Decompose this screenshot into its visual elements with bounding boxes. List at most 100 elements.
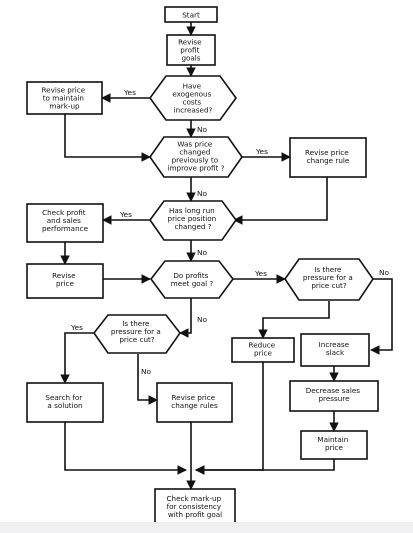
node-maintain-price: Maintain price — [300, 430, 368, 460]
node-price-changed-previously: Was price changed previously to improve … — [149, 136, 243, 178]
node-pressure-left-line-1: Is there — [122, 319, 150, 328]
svg-text:Revise price change ru: Revise price change rule — [305, 148, 351, 165]
bottom-band — [0, 522, 413, 533]
svg-text:Revise price to mainta: Revise price to maintain mark-up — [42, 86, 88, 111]
node-decrease-sales-pressure: Decrease sales pressure — [289, 380, 379, 412]
node-reduce-price: Reduce price — [231, 337, 295, 363]
node-maintain-price-line-2: price — [325, 443, 343, 452]
node-revise-price-markup-line-3: mark-up — [49, 102, 80, 111]
node-start: Start — [164, 6, 218, 23]
node-profits-meet-goal-line-2: meet goal ? — [171, 279, 214, 288]
edge-rule-to-longrun — [233, 177, 328, 225]
node-maintain-price-line-1: Maintain — [317, 435, 348, 444]
label-profits-no: No — [197, 315, 208, 324]
label-pressure-right-no: No — [379, 268, 390, 277]
label-longrun-yes: Yes — [119, 210, 132, 219]
node-pressure-right: Is there pressure for a price cut? — [284, 258, 374, 301]
node-revise-price-markup-line-1: Revise price — [42, 86, 86, 95]
svg-text:Has long run price pos: Has long run price position changed ? — [168, 206, 219, 231]
svg-text:Do profits meet goal ?: Do profits meet goal ? — [171, 271, 214, 288]
svg-text:Revise price: Revise price — [52, 271, 78, 288]
node-long-run-position-line-3: changed ? — [174, 222, 211, 231]
node-revise-profit-goals-line-1: Revise — [178, 38, 202, 47]
node-exogenous-costs: Have exogenous costs increased? — [149, 75, 237, 121]
label-longrun-no: No — [197, 248, 208, 257]
node-revise-profit-goals: Revise profit goals — [166, 34, 216, 66]
svg-text:Was price changed: Was price changed previously to improve … — [168, 140, 225, 173]
node-long-run-position-line-2: price position — [168, 214, 217, 223]
svg-text:Have exogenous: Have exogenous costs increased? — [172, 82, 213, 115]
node-revise-price-markup-line-2: to maintain — [43, 94, 84, 103]
svg-text:Revise price change ru: Revise price change rules — [171, 393, 218, 410]
node-price-changed-previously-line-4: improve profit ? — [168, 164, 225, 173]
edge-profits-no-to-pressure-left — [179, 298, 192, 338]
node-decrease-sales-pressure-line-1: Decrease sales — [306, 386, 361, 395]
svg-text:Increase slack: Increase slack — [319, 340, 352, 357]
node-revise-price-markup: Revise price to maintain mark-up — [26, 81, 103, 115]
node-revise-price-change-rule-line-2: change rule — [307, 156, 350, 165]
node-pressure-left: Is there pressure for a price cut? — [93, 314, 181, 354]
svg-text:Search for a solution: Search for a solution — [45, 393, 84, 410]
node-check-profit-sales-line-1: Check profit — [42, 208, 86, 217]
node-check-profit-sales-line-3: performance — [42, 224, 89, 233]
edge-pressure-left-no-to-rules — [137, 354, 158, 405]
node-price-changed-previously-line-2: changed — [179, 148, 210, 157]
node-search-solution-line-1: Search for — [45, 393, 82, 402]
edges — [60, 22, 393, 490]
node-long-run-position: Has long run price position changed ? — [149, 200, 237, 241]
edge-search-to-check-markup — [64, 422, 187, 475]
node-revise-price: Revise price — [26, 263, 104, 299]
node-reduce-price-line-2: price — [254, 349, 272, 358]
svg-text:Reduce price: Reduce price — [249, 341, 278, 358]
label-profits-yes: Yes — [254, 269, 267, 278]
label-changed-yes: Yes — [255, 147, 268, 156]
nodes: Start Revise profit goals Have exogenous… — [26, 6, 379, 528]
node-pressure-left-line-2: pressure for a — [111, 327, 161, 336]
node-revise-price-change-rules: Revise price change rules — [156, 382, 233, 423]
node-long-run-position-line-1: Has long run — [169, 206, 215, 215]
svg-text:Revise profit: Revise profit goals — [178, 38, 204, 63]
edge-pressure-right-no-to-increase-slack — [370, 278, 393, 355]
node-price-changed-previously-line-3: previously to — [172, 156, 218, 165]
label-exogenous-no: No — [197, 125, 208, 134]
node-check-profit-sales: Check profit and sales performance — [26, 203, 104, 243]
node-check-markup: Check mark-up for consistency with profi… — [154, 488, 236, 528]
node-start-line-1: Start — [182, 11, 200, 20]
node-profits-meet-goal: Do profits meet goal ? — [149, 260, 235, 299]
node-pressure-left-line-3: price cut? — [119, 335, 154, 344]
label-changed-no: No — [197, 189, 208, 198]
node-increase-slack: Increase slack — [300, 333, 370, 367]
node-search-solution: Search for a solution — [26, 382, 104, 423]
node-check-markup-line-2: for consistency — [167, 502, 222, 511]
svg-text:Start: Start — [182, 11, 200, 20]
node-pressure-right-line-2: pressure for a — [303, 273, 353, 282]
node-exogenous-costs-line-4: increased? — [174, 106, 213, 115]
edge-pressure-left-yes-to-search — [60, 332, 95, 384]
node-revise-price-change-rules-line-2: change rules — [171, 401, 218, 410]
node-check-markup-line-3: with profit goal — [168, 510, 222, 519]
edge-labels: Yes No Yes No Yes No Yes No No Yes No — [70, 88, 390, 376]
svg-text:Is there pressure for: Is there pressure for a price cut? — [303, 265, 355, 290]
label-exogenous-yes: Yes — [123, 88, 136, 97]
node-revise-price-change-rule-line-1: Revise price — [305, 148, 349, 157]
label-pressure-left-yes: Yes — [70, 323, 83, 332]
node-pressure-right-line-3: price cut? — [311, 281, 346, 290]
node-price-changed-previously-line-1: Was price — [177, 140, 213, 149]
svg-text:Check profit and sales: Check profit and sales performance — [42, 208, 89, 233]
node-exogenous-costs-line-1: Have — [183, 82, 202, 91]
svg-text:Decrease sales pressur: Decrease sales pressure — [306, 386, 363, 403]
node-increase-slack-line-2: slack — [326, 348, 345, 357]
node-exogenous-costs-line-3: costs — [183, 98, 202, 107]
node-revise-profit-goals-line-2: profit — [180, 46, 199, 55]
svg-text:Check mark-up for cons: Check mark-up for consistency with profi… — [167, 494, 224, 519]
node-decrease-sales-pressure-line-2: pressure — [318, 394, 350, 403]
svg-text:Is there pressure for: Is there pressure for a price cut? — [111, 319, 163, 344]
edge-pressure-right-yes-to-reduce — [258, 301, 330, 339]
node-search-solution-line-2: a solution — [47, 401, 82, 410]
node-revise-profit-goals-line-3: goals — [181, 54, 200, 63]
svg-text:Maintain price: Maintain price — [317, 435, 350, 452]
node-revise-price-change-rule: Revise price change rule — [289, 137, 367, 178]
node-profits-meet-goal-line-1: Do profits — [173, 271, 208, 280]
edge-maintain-to-check-markup — [195, 459, 335, 475]
